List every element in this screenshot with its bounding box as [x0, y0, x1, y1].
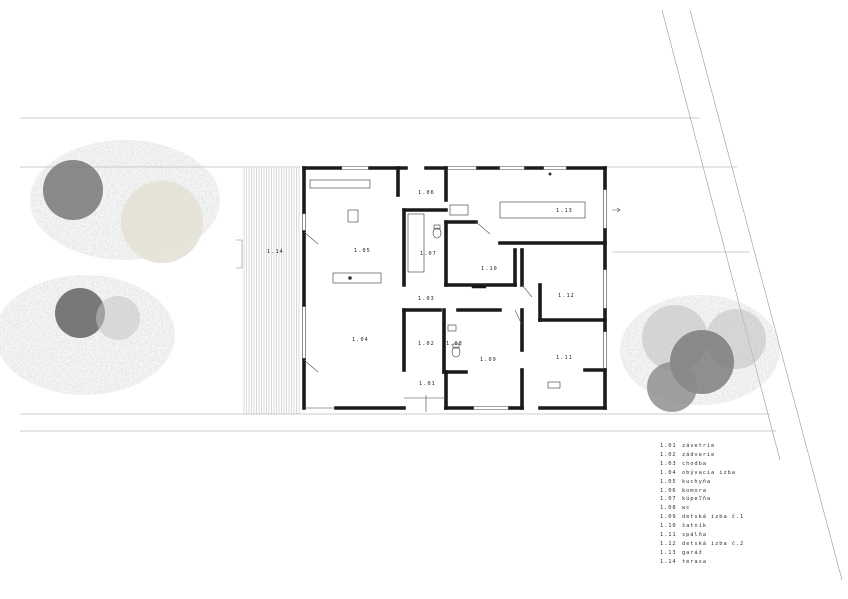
wardrobe-bar: [471, 284, 487, 289]
room-label-1-08: 1.08: [446, 341, 463, 347]
fixtures: [309, 179, 586, 389]
legend-name: komora: [682, 487, 707, 494]
legend-name: wc: [682, 505, 691, 512]
legend-name: závetrie: [682, 443, 716, 449]
legend-code: 1.07: [660, 496, 677, 503]
legend-item: 1.12 detská izba č.2: [660, 540, 744, 549]
legend-name: zádverie: [682, 451, 716, 458]
room-label-1-05: 1.05: [354, 248, 371, 254]
tree-canopy: [55, 288, 105, 338]
kitchen-island: [347, 209, 359, 223]
room-label-1-10: 1.10: [481, 266, 498, 272]
legend-name: terasa: [682, 558, 707, 565]
legend-code: 1.06: [660, 487, 677, 494]
legend-item: 1.04 obývacia izba: [660, 469, 744, 478]
room-label-1-02: 1.02: [418, 341, 435, 347]
garage-car: [499, 201, 586, 219]
room-label-1-09: 1.09: [480, 357, 497, 363]
laundry: [449, 204, 469, 216]
legend-item: 1.02 zádverie: [660, 451, 744, 460]
legend-item: 1.10 šatník: [660, 522, 744, 531]
legend-item: 1.07 kúpeľňa: [660, 495, 744, 504]
legend-name: spálňa: [682, 532, 707, 539]
landscape: [0, 140, 780, 412]
walls: [302, 166, 607, 410]
site-lines: [20, 9, 843, 581]
room-label-1-12: 1.12: [558, 293, 575, 299]
legend-item: 1.06 komora: [660, 487, 744, 496]
legend-code: 1.01: [660, 443, 677, 449]
legend-item: 1.03 chodba: [660, 460, 744, 469]
legend-item: 1.11 spálňa: [660, 531, 744, 540]
legend-item: 1.05 kuchyňa: [660, 478, 744, 487]
garage-arrow: [612, 207, 621, 213]
tree-canopy: [647, 362, 697, 412]
legend-name: kúpeľňa: [682, 496, 712, 503]
legend-code: 1.14: [660, 558, 677, 565]
room-label-1-11: 1.11: [556, 355, 573, 361]
legend-name: obývacia izba: [682, 469, 736, 476]
tree-canopy: [96, 296, 140, 340]
legend-code: 1.05: [660, 478, 677, 485]
room-label-1-13: 1.13: [556, 208, 573, 214]
room-legend: 1.01 závetrie 1.02 zádverie 1.03 chodba 1.0…: [660, 442, 744, 567]
legend-code: 1.08: [660, 505, 677, 512]
legend-code: 1.02: [660, 451, 677, 458]
dining-counter: [332, 272, 382, 284]
legend-item: 1.09 detská izba č.1: [660, 513, 744, 522]
legend-name: detská izba č.2: [682, 540, 745, 547]
room-label-1-14: 1.14: [267, 249, 284, 255]
bathtub: [407, 213, 425, 273]
wc-sink: [447, 324, 457, 332]
terrace-step: [236, 239, 243, 269]
legend-code: 1.09: [660, 514, 677, 521]
room-labels: 1.01 1.02 1.03 1.04 1.05 1.06 1.07 1.08 …: [267, 190, 575, 387]
legend-code: 1.12: [660, 540, 677, 547]
legend-item: 1.14 terasa: [660, 558, 744, 567]
legend-item: 1.08 wc: [660, 504, 744, 513]
legend-name: kuchyňa: [682, 478, 712, 485]
tree-texture: [43, 160, 103, 220]
legend-code: 1.13: [660, 549, 677, 556]
legend-name: šatník: [682, 523, 707, 530]
room-label-1-04: 1.04: [352, 337, 369, 343]
room-label-1-06: 1.06: [418, 190, 435, 196]
wc-toilet: [451, 346, 461, 358]
legend-code: 1.10: [660, 523, 677, 530]
kitchen-counter: [309, 179, 371, 189]
room-label-1-07: 1.07: [420, 251, 437, 257]
legend-name: garáž: [682, 549, 703, 556]
bench: [547, 381, 561, 389]
terrace-decking: [243, 168, 300, 414]
room-label-1-01: 1.01: [419, 381, 436, 387]
doors: [303, 221, 533, 373]
windows: [302, 166, 607, 412]
tree-canopy: [121, 181, 203, 263]
legend-code: 1.04: [660, 469, 677, 476]
legend-name: detská izba č.1: [682, 514, 745, 521]
room-label-1-03: 1.03: [418, 296, 435, 302]
legend-code: 1.11: [660, 532, 677, 539]
legend-code: 1.03: [660, 460, 677, 467]
legend-item: 1.01 závetrie: [660, 442, 744, 451]
legend-item: 1.13 garáž: [660, 549, 744, 558]
bath-toilet: [432, 227, 442, 239]
legend-name: chodba: [682, 460, 707, 467]
